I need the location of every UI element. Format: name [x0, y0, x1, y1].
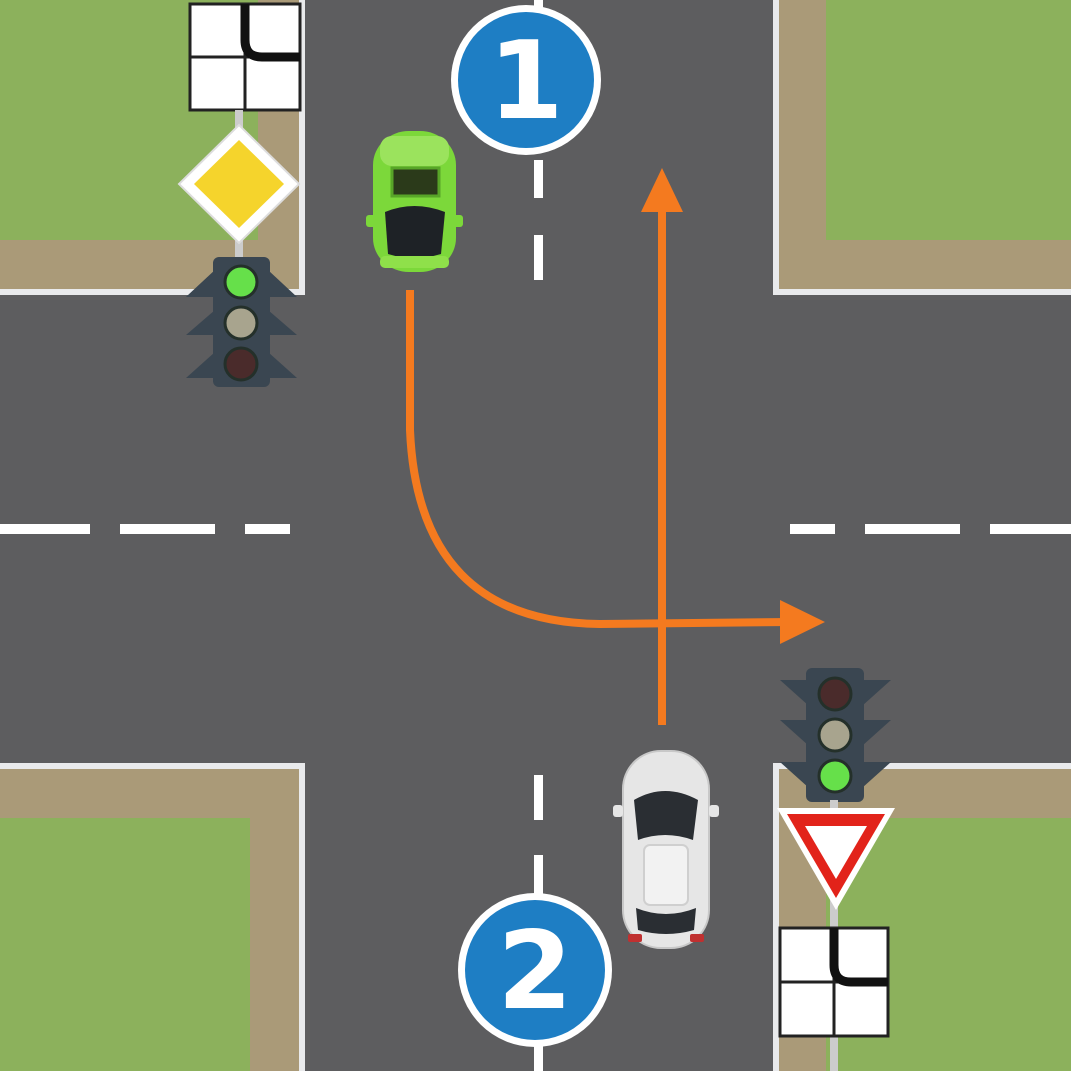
- vehicle-2-badge: 2: [458, 893, 612, 1047]
- white-car: [613, 750, 719, 949]
- vehicle-1-badge: 1: [451, 5, 601, 155]
- green-light-on: [223, 264, 259, 300]
- vehicle-2-label: 2: [497, 909, 572, 1034]
- traffic-light-bottom-right: [780, 668, 891, 802]
- yield-sign: [777, 808, 895, 910]
- main-road-direction-plate-bottom: [778, 926, 890, 1038]
- vehicle-1-label: 1: [488, 19, 563, 144]
- green-car: [366, 131, 463, 272]
- corner-top-right: [773, 0, 1071, 295]
- path-arrow-straight: [641, 168, 683, 725]
- priority-road-sign: [177, 123, 301, 245]
- traffic-light-top-left: [186, 257, 297, 387]
- path-arrow-left-turn: [406, 290, 825, 644]
- main-road-direction-plate-top: [188, 2, 302, 112]
- corner-bottom-left: [0, 763, 305, 1071]
- green-light-on: [817, 758, 853, 794]
